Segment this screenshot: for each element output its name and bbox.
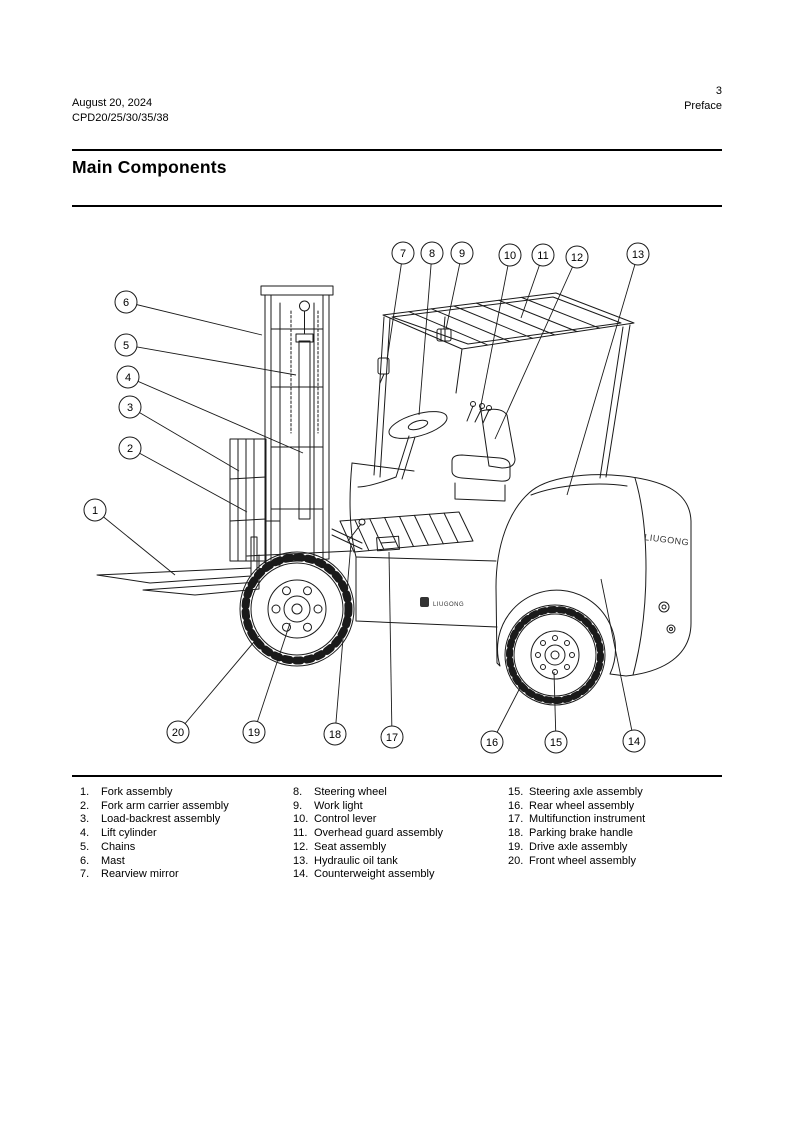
legend-item: 10.Control lever [293,813,377,826]
counterweight: LIUGONG [495,474,692,677]
svg-text:7: 7 [400,248,406,260]
callout-1: 1 [83,498,107,522]
work-light [436,316,452,342]
front-fender [246,550,353,557]
callout-9: 9 [450,241,474,265]
legend-item: 20.Front wheel assembly [508,854,636,867]
legend-item: 17.Multifunction instrument [508,813,646,826]
forklift-illustration: LIUGONG LIUGO [96,285,692,706]
tilt-cylinder [331,528,363,550]
legend-item: 11.Overhead guard assembly [293,827,444,840]
chains [290,310,319,434]
header-left: August 20, 2024 CPD20/25/30/35/38 [72,96,169,126]
overhead-guard [373,292,635,479]
control-levers [466,401,492,424]
svg-text:15: 15 [550,737,562,749]
header-section: Preface [684,100,722,112]
svg-text:LIUGONG: LIUGONG [433,602,464,608]
callout-3: 3 [118,395,142,419]
svg-text:10: 10 [504,250,516,262]
page-title: Main Components [72,157,227,177]
callout-18: 18 [323,722,347,746]
header-date: August 20, 2024 [72,97,153,109]
legend-item: 8.Steering wheel [293,786,387,798]
callout-8: 8 [420,241,444,265]
svg-text:14: 14 [628,736,640,748]
svg-text:12: 12 [571,252,583,264]
svg-text:2: 2 [127,443,133,455]
legend-item: 6.Mast [80,854,125,867]
legend-item: 19.Drive axle assembly [508,840,628,853]
svg-text:5: 5 [123,340,129,352]
legend-item: 13.Hydraulic oil tank [293,854,398,867]
header-rule [72,149,722,151]
svg-text:18: 18 [329,729,341,741]
svg-text:8: 8 [429,248,435,260]
header-model: CPD20/25/30/35/38 [72,112,169,124]
header-right: 3 Preface [684,84,722,114]
legend-item: 16.Rear wheel assembly [508,799,635,812]
legend-item: 4.Lift cylinder [80,827,157,840]
callouts: 1 2 3 4 5 6 7 8 9 10 11 12 13 14 15 16 1… [83,241,650,754]
legend-rule [72,775,722,777]
mast [260,285,334,564]
callout-5: 5 [114,333,138,357]
callout-19: 19 [242,720,266,744]
forks [96,536,260,596]
brand-logo-counterweight: LIUGONG [644,532,690,547]
svg-text:16: 16 [486,737,498,749]
legend-item: 2.Fork arm carrier assembly [80,799,229,812]
svg-text:20: 20 [172,727,184,739]
legend-item: 5.Chains [80,840,136,853]
legend-item: 3.Load-backrest assembly [80,813,221,826]
svg-text:1: 1 [92,505,98,517]
callout-15: 15 [544,730,568,754]
rearview-mirror [377,357,390,384]
front-wheel [239,551,355,667]
title-rule [72,205,722,207]
svg-text:3: 3 [127,402,133,414]
brand-logo-body: LIUGONG [420,597,464,608]
svg-text:9: 9 [459,248,465,260]
main-components-diagram: LIUGONG LIUGO [83,241,692,754]
callout-7: 7 [391,241,415,265]
callout-6: 6 [114,290,138,314]
svg-text:11: 11 [537,250,548,262]
callout-13: 13 [626,242,650,266]
svg-text:4: 4 [125,372,131,384]
legend-item: 15.Steering axle assembly [508,786,643,798]
load-backrest [229,438,267,562]
legend-column-1: 1.Fork assembly 2.Fork arm carrier assem… [80,786,295,882]
rear-wheel [504,604,606,706]
legend-column-2: 8.Steering wheel 9.Work light 10.Control… [293,786,508,882]
callout-2: 2 [118,436,142,460]
steering-wheel [388,411,448,480]
callout-12: 12 [565,245,589,269]
legend-column-3: 15.Steering axle assembly 16.Rear wheel … [508,786,723,868]
legend-item: 7.Rearview mirror [80,868,179,881]
seat [451,408,516,502]
legend-item: 1.Fork assembly [80,786,173,798]
svg-text:19: 19 [248,727,260,739]
svg-text:13: 13 [632,249,644,261]
callout-16: 16 [480,730,504,754]
callout-leader-lines [94,252,639,743]
legend-item: 12.Seat assembly [293,840,387,853]
legend-item: 14.Counterweight assembly [293,868,435,881]
callout-4: 4 [116,365,140,389]
dashboard [357,476,400,552]
callout-14: 14 [622,729,646,753]
legend-item: 18.Parking brake handle [508,827,633,840]
callout-20: 20 [166,720,190,744]
svg-text:6: 6 [123,297,129,309]
callout-10: 10 [498,243,522,267]
callout-11: 11 [531,243,555,267]
callout-17: 17 [380,725,404,749]
chassis [339,462,498,628]
legend-item: 9.Work light [293,799,363,812]
lift-cylinder [295,300,314,520]
svg-text:17: 17 [386,732,398,744]
header-page-number: 3 [715,85,722,97]
parking-brake-handle [347,518,366,542]
